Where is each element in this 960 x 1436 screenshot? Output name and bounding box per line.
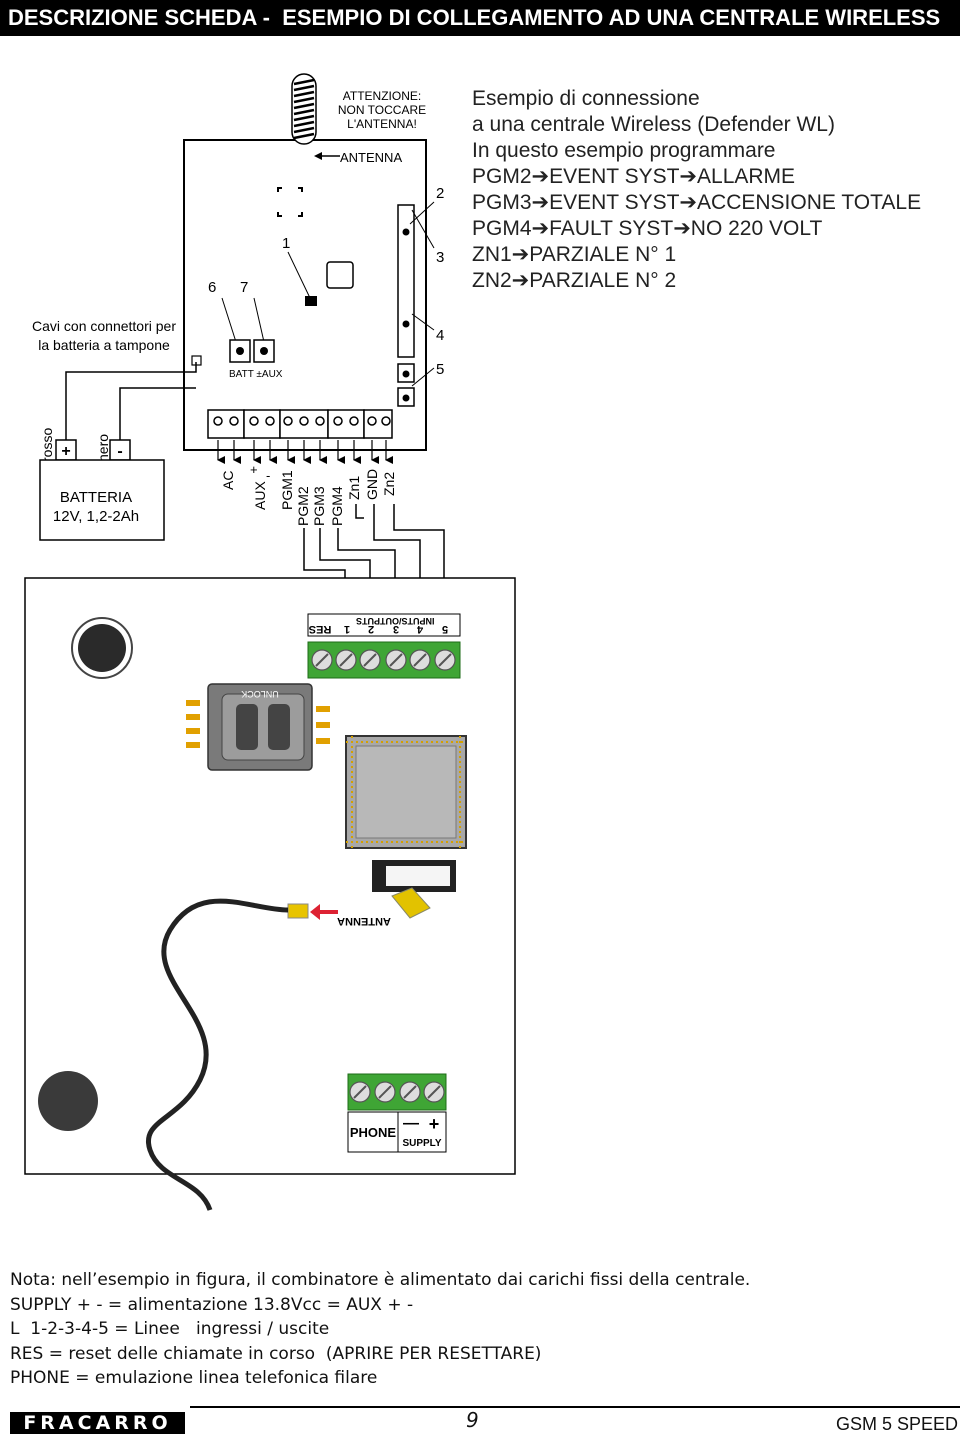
battery-label: BATTERIA (60, 489, 132, 506)
jumper-1 (305, 296, 317, 306)
note-line: PHONE = emulazione linea telefonica fila… (10, 1368, 378, 1388)
page-number: 9 (466, 1408, 479, 1432)
terminal-label: AC (220, 471, 236, 490)
page-footer: FRACARRO 9 GSM 5 SPEED (0, 1404, 960, 1436)
component-marks (277, 187, 303, 217)
terminal-label: Zn1 (346, 476, 362, 500)
aux-plus: + (250, 462, 258, 477)
antenna-plug-icon (287, 903, 309, 919)
note-line: L 1-2-3-4-5 = Linee ingressi / uscite (10, 1319, 330, 1339)
batt-aux-label: BATT ±AUX (229, 369, 283, 380)
note-line: SUPPLY + - = alimentazione 13.8Vcc = AUX… (10, 1294, 414, 1315)
fracarro-logo: FRACARRO (10, 1412, 185, 1434)
red-cable (65, 362, 197, 440)
terminal-label: PGM1 (279, 470, 295, 510)
antenna-warning-line: L'ANTENNA! (347, 117, 417, 131)
antenna-label: ANTENNA (340, 150, 402, 165)
antenna-cable (145, 898, 289, 1211)
rosso-label: rosso (39, 428, 55, 462)
example-line: PGM3➔EVENT SYST➔ACCENSIONE TOTALE (472, 191, 922, 214)
mount-hole-icon (38, 1071, 98, 1131)
example-description: Esempio di connessione a una centrale Wi… (472, 86, 921, 294)
example-line: PGM4➔FAULT SYST➔NO 220 VOLT (472, 217, 823, 240)
red-arrow-icon (310, 904, 338, 920)
product-name: GSM 5 SPEED (835, 1414, 958, 1434)
io-header: INPUTS/OUTPUTS (356, 616, 435, 626)
gsm-antenna-label: ANTENNA (337, 915, 391, 927)
supply-label: SUPPLY (402, 1138, 441, 1149)
example-line: PGM2➔EVENT SYST➔ALLARME (472, 165, 796, 188)
example-line: Esempio di connessione (472, 87, 700, 110)
page-header: DESCRIZIONE SCHEDA - ESEMPIO DI COLLEGAM… (0, 0, 960, 36)
example-line: In questo esempio programmare (472, 139, 776, 162)
terminal-label: PGM2 (295, 486, 311, 526)
example-line: ZN2➔PARZIALE N° 2 (472, 269, 677, 292)
example-line: ZN1➔PARZIALE N° 1 (472, 243, 677, 266)
io-label: 1 (344, 623, 350, 635)
supply-minus: — (403, 1115, 419, 1132)
gsm-board: INPUTS/OUTPUTS RES 1 2 3 4 5 UNLOCK (24, 577, 516, 1211)
terminal-label: AUX (252, 481, 268, 510)
io-label: 3 (393, 623, 399, 635)
antenna-warning-line: ATTENZIONE: (343, 89, 421, 103)
example-line: a una centrale Wireless (Defender WL) (472, 113, 835, 136)
nero-label: nero (95, 434, 111, 462)
phone-label: PHONE (350, 1125, 397, 1140)
leader-1 (287, 251, 311, 299)
num-label: 3 (436, 249, 444, 266)
terminal-label: PGM3 (311, 486, 327, 526)
battery-plus: + (61, 443, 70, 460)
dip-block (397, 204, 415, 358)
central-panel: ATTENZIONE: NON TOCCARE L'ANTENNA! ANTEN… (183, 73, 444, 526)
panel-board (183, 139, 427, 451)
terminal-label: Zn2 (381, 472, 397, 496)
cable-label-line: Cavi con connettori per (32, 318, 176, 334)
io-label: 4 (416, 623, 423, 635)
battery-spec: 12V, 1,2-2Ah (53, 508, 139, 525)
num-label: 7 (240, 279, 248, 296)
battery-box (39, 459, 165, 541)
antenna-connector-icon (391, 887, 431, 919)
terminal-strip (207, 409, 393, 439)
io-label: 2 (368, 623, 374, 635)
ic-chip (326, 261, 354, 289)
buzzer-inner (78, 624, 126, 672)
antenna-warning-line: NON TOCCARE (338, 103, 426, 117)
battery-section: Cavi con connettori per la batteria a ta… (32, 318, 197, 541)
wiring-diagram: ATTENZIONE: NON TOCCARE L'ANTENNA! ANTEN… (24, 73, 516, 1211)
cable-label-line: la batteria a tampone (38, 337, 170, 353)
note-line: RES = reset delle chiamate in corso (APR… (10, 1343, 542, 1364)
num-label: 5 (436, 361, 444, 378)
num-label: 4 (436, 327, 444, 344)
num-label: 2 (436, 185, 444, 202)
unlock-label: UNLOCK (241, 689, 279, 699)
io-label: 5 (442, 623, 448, 635)
io-label: RES (309, 623, 332, 635)
black-cable (119, 387, 196, 440)
num-label: 6 (208, 279, 216, 296)
num-label: 1 (282, 235, 290, 252)
supply-plus: + (429, 1114, 440, 1134)
aux-minus: - (266, 468, 270, 483)
battery-minus: - (117, 443, 122, 460)
sim-holder-icon: UNLOCK (186, 683, 330, 771)
terminal-label: GND (364, 469, 380, 500)
antenna-coil-icon (291, 73, 317, 145)
notes: Nota: nell’esempio in figura, il combina… (10, 1268, 750, 1391)
terminal-label: PGM4 (329, 486, 345, 526)
note-line: Nota: nell’esempio in figura, il combina… (10, 1270, 751, 1290)
footer-rule (190, 1406, 960, 1408)
